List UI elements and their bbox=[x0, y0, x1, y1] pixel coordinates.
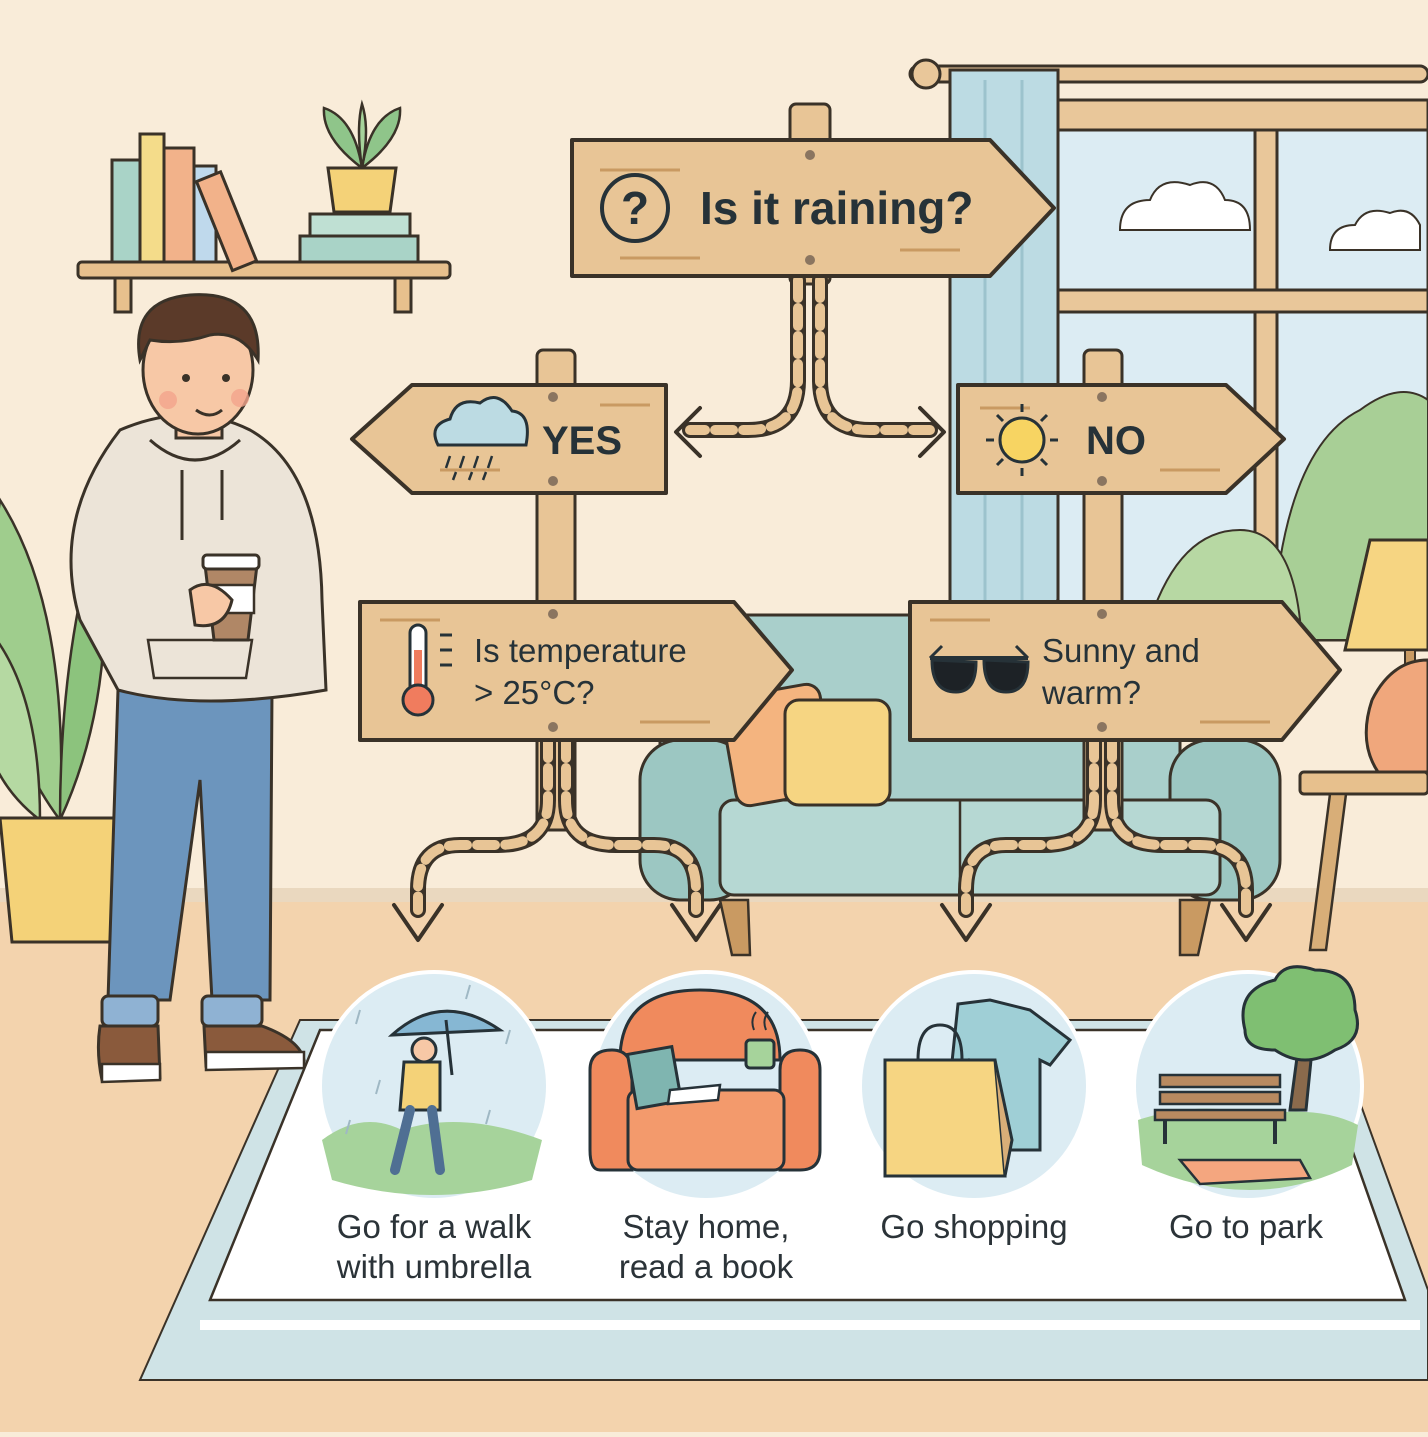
outcome-3-line1: Go shopping bbox=[880, 1208, 1067, 1245]
sunglasses-icon bbox=[928, 644, 1030, 694]
armchair-book-icon bbox=[588, 988, 822, 1172]
no-branch-sign: NO bbox=[956, 383, 1286, 495]
connector-arrows bbox=[392, 272, 1272, 942]
temperature-question-line1: Is temperature bbox=[474, 632, 687, 669]
sunny-question-sign: Sunny and warm? bbox=[908, 600, 1342, 742]
thermometer-icon bbox=[401, 623, 452, 717]
outcome-stay-home bbox=[588, 970, 822, 1202]
outcome-1-line2: with umbrella bbox=[336, 1248, 532, 1285]
outcome-shopping bbox=[858, 970, 1090, 1202]
temperature-question-line2: > 25°C? bbox=[474, 674, 595, 711]
outcome-1-line1: Go for a walk bbox=[337, 1208, 532, 1245]
outcome-walk-umbrella bbox=[318, 970, 550, 1202]
wall-shelf bbox=[76, 99, 452, 314]
root-question-sign: ? Is it raining? bbox=[570, 138, 1056, 278]
no-label: NO bbox=[1086, 419, 1146, 463]
side-table-lamp bbox=[1298, 538, 1428, 952]
shopping-bag-icon bbox=[883, 998, 1073, 1178]
sunny-question-line1: Sunny and bbox=[1042, 632, 1200, 669]
temperature-question-sign: Is temperature > 25°C? bbox=[358, 600, 794, 742]
yes-label: YES bbox=[542, 419, 622, 463]
rain-cloud-icon bbox=[433, 396, 529, 481]
umbrella-walker-icon bbox=[387, 1009, 505, 1175]
svg-text:?: ? bbox=[621, 182, 649, 234]
outcome-4-line1: Go to park bbox=[1169, 1208, 1324, 1245]
sun-icon bbox=[986, 404, 1058, 476]
outcome-2-line2: read a book bbox=[619, 1248, 794, 1285]
park-bench-icon bbox=[1153, 965, 1359, 1186]
person-with-coffee bbox=[69, 293, 328, 1084]
root-question-text: Is it raining? bbox=[700, 182, 973, 234]
question-icon: ? bbox=[600, 173, 670, 243]
outcome-park bbox=[1132, 965, 1364, 1202]
sunny-question-line2: warm? bbox=[1041, 674, 1141, 711]
outcome-2-line1: Stay home, bbox=[623, 1208, 790, 1245]
yes-branch-sign: YES bbox=[350, 383, 668, 495]
